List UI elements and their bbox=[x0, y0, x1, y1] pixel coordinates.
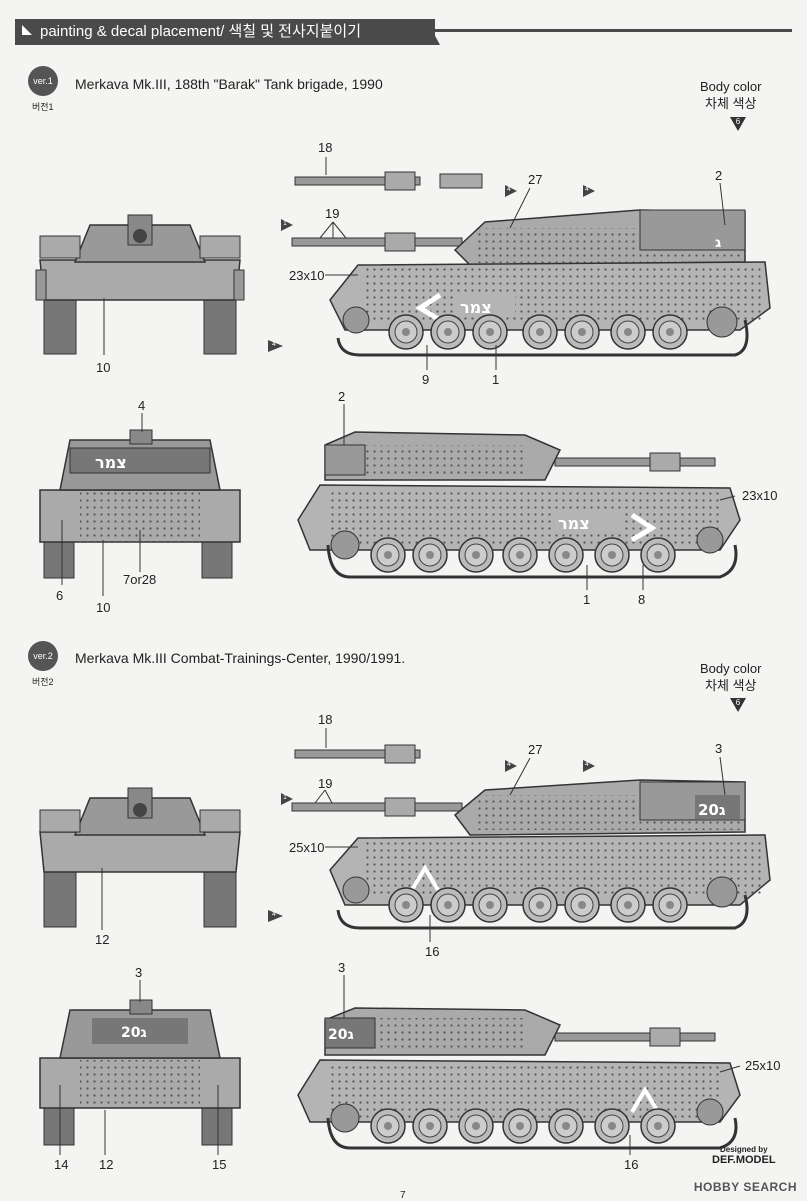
paint-reference-icon bbox=[730, 117, 746, 131]
turret-rear-marking-v2: ג20 bbox=[121, 1025, 147, 1041]
callout: 3 bbox=[135, 965, 143, 980]
tank-front-view-v1 bbox=[35, 214, 245, 355]
tank-side-view-left-v2: ג20 bbox=[291, 744, 771, 930]
callout: 23x10 bbox=[742, 488, 778, 503]
callout: 2 bbox=[338, 389, 346, 404]
paint-ref-number: 4 bbox=[272, 911, 276, 918]
tank-front-view-v2 bbox=[39, 787, 241, 928]
paint-ref-number: 4 bbox=[585, 186, 589, 193]
callout: 15 bbox=[212, 1157, 227, 1172]
paint-ref-number: 4 bbox=[272, 341, 276, 348]
designed-by-label: Designed by bbox=[719, 1145, 768, 1154]
turret-marking-v2: ג20 bbox=[698, 801, 726, 819]
callout: 6 bbox=[56, 588, 64, 603]
version-badge-kr: 버전2 bbox=[32, 677, 54, 687]
leader-lines bbox=[59, 157, 741, 1155]
callout: 2 bbox=[715, 168, 723, 183]
hull-marking: צמר bbox=[460, 298, 492, 317]
body-color-kr: 차체 색상 bbox=[704, 96, 757, 111]
tank-side-view-left-v1: צמר ג bbox=[291, 171, 771, 357]
paint-ref-number: 4 bbox=[507, 761, 511, 768]
paint-ref-number: 4 bbox=[585, 761, 589, 768]
callout: 16 bbox=[624, 1157, 639, 1172]
paint-ref-markers bbox=[268, 185, 595, 922]
callout: 10 bbox=[96, 600, 111, 615]
turret-marking: ג bbox=[715, 235, 721, 251]
paint-reference-number: 6 bbox=[735, 698, 741, 707]
callout: 1 bbox=[492, 372, 500, 387]
paint-ref-number: 1 bbox=[283, 794, 287, 801]
paint-reference-number: 6 bbox=[735, 117, 741, 126]
page-title: painting & decal placement/ 색칠 및 전사지붙이기 bbox=[40, 23, 361, 40]
callout: 27 bbox=[528, 172, 543, 187]
paint-ref-number: 4 bbox=[507, 186, 511, 193]
turret-rear-marking: צמר bbox=[95, 453, 127, 472]
turret-marking-v2-right: ג20 bbox=[328, 1027, 354, 1043]
callout: 3 bbox=[338, 960, 346, 975]
callout: 12 bbox=[95, 932, 110, 947]
header-slant bbox=[426, 19, 440, 45]
callout: 9 bbox=[422, 372, 430, 387]
body-color-en: Body color bbox=[700, 79, 762, 94]
callout: 25x10 bbox=[745, 1058, 781, 1073]
body-color-kr: 차체 색상 bbox=[704, 678, 757, 693]
tank-side-view-right-v2: ג20 bbox=[297, 1007, 741, 1150]
callout: 12 bbox=[99, 1157, 114, 1172]
version-badge: ver.1 bbox=[28, 66, 58, 96]
version-badge-kr: 버전1 bbox=[32, 102, 54, 112]
tank-rear-view-v2: ג20 bbox=[39, 999, 241, 1146]
paint-ref-number: 1 bbox=[283, 220, 287, 227]
callout: 27 bbox=[528, 742, 543, 757]
callout: 8 bbox=[638, 592, 646, 607]
body-color-en: Body color bbox=[700, 661, 762, 676]
callout: 18 bbox=[318, 712, 333, 727]
paint-reference-icon bbox=[730, 698, 746, 712]
callout: 14 bbox=[54, 1157, 69, 1172]
watermark: HOBBY SEARCH bbox=[693, 1180, 797, 1194]
tank-side-view-right-v1: צמר bbox=[297, 431, 741, 579]
hull-marking-right: צמר bbox=[558, 514, 590, 533]
callout: 4 bbox=[138, 398, 146, 413]
callout: 18 bbox=[318, 140, 333, 155]
header-rule bbox=[435, 29, 792, 32]
callout: 7or28 bbox=[123, 572, 157, 587]
section-title: Merkava Mk.III, 188th "Barak" Tank briga… bbox=[75, 76, 383, 92]
header-arrow-icon bbox=[22, 25, 32, 35]
page-number: 7 bbox=[400, 1190, 406, 1201]
section-title: Merkava Mk.III Combat-Trainings-Center, … bbox=[75, 650, 406, 666]
callout: 19 bbox=[325, 206, 340, 221]
callout: 3 bbox=[715, 741, 723, 756]
version-badge: ver.2 bbox=[28, 641, 58, 671]
callout: 1 bbox=[583, 592, 591, 607]
callout: 25x10 bbox=[289, 840, 325, 855]
callout: 19 bbox=[318, 776, 333, 791]
body-color-label: Body color 차체 색상 bbox=[700, 78, 761, 112]
callout: 16 bbox=[425, 944, 440, 959]
header-bar bbox=[15, 19, 435, 45]
callout: 23x10 bbox=[289, 268, 325, 283]
body-color-label: Body color 차체 색상 bbox=[700, 660, 761, 694]
designer-name: DEF.MODEL bbox=[712, 1154, 776, 1166]
callout: 10 bbox=[96, 360, 111, 375]
designer-credit: Designed by DEF.MODEL bbox=[712, 1145, 776, 1166]
